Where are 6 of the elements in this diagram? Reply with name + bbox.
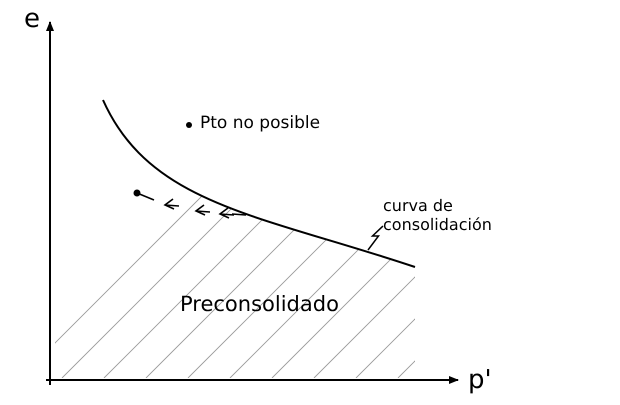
axis-label: e [24,4,40,34]
point-label: Pto no posible [200,113,320,133]
curve-label: curva de consolidación [383,196,533,234]
leader-line [367,225,384,250]
axis-label: p' [468,365,492,395]
region-label: Preconsolidado [180,292,339,316]
